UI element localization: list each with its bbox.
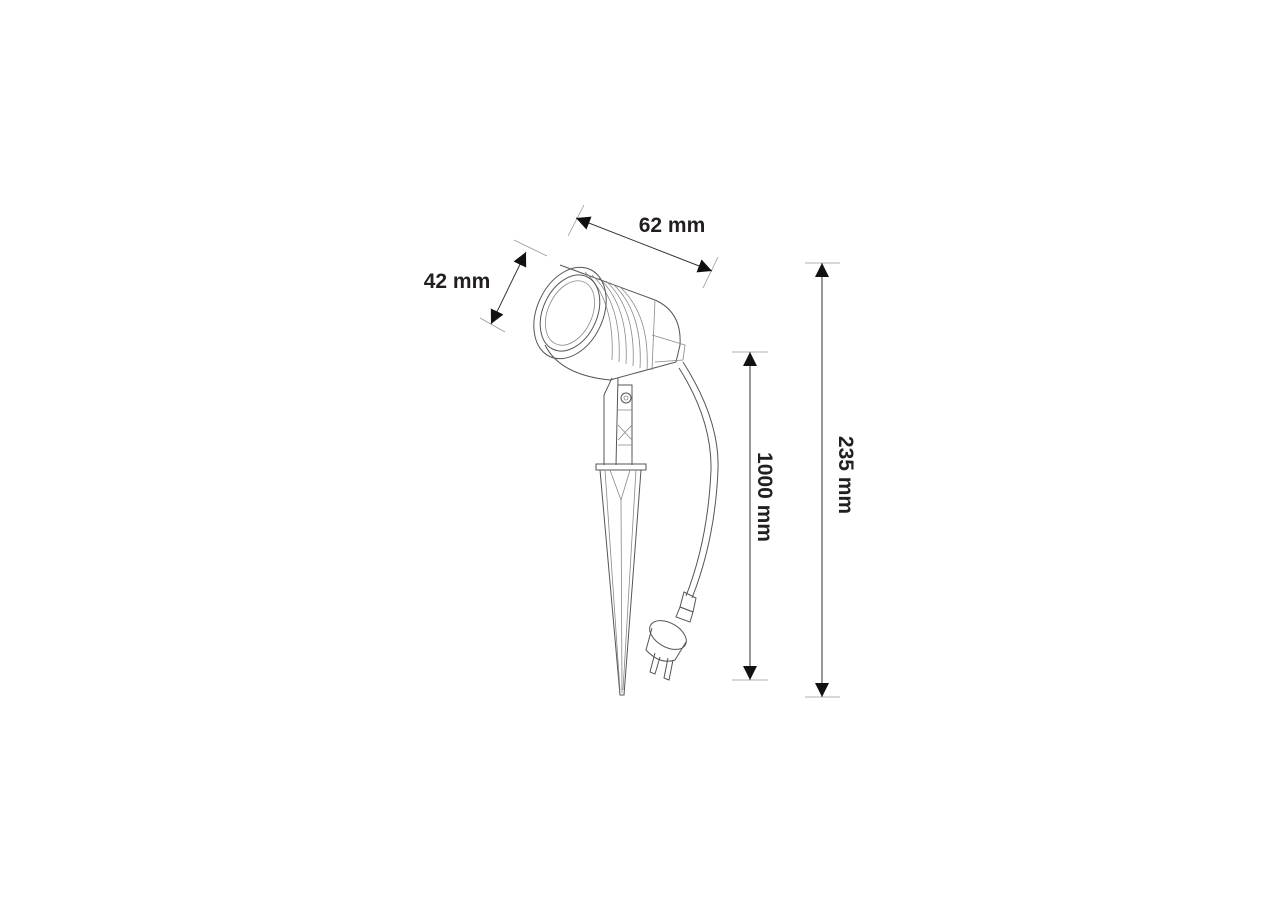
dimension-label-62mm: 62 mm [639, 214, 706, 237]
ground-spike [595, 463, 647, 696]
lens-rim [533, 266, 607, 360]
dimension-cable-length: 1000 mm [732, 351, 776, 681]
mount-bracket [603, 377, 633, 466]
lamp-head [533, 264, 686, 381]
dimension-head-diameter: 42 mm [424, 239, 548, 333]
lens [545, 280, 595, 346]
pivot-screw [620, 392, 632, 404]
dimension-head-length: 62 mm [567, 204, 719, 289]
dimension-label-1000mm: 1000 mm [753, 452, 776, 542]
power-cable [678, 361, 719, 599]
plug [645, 591, 697, 681]
dimension-total-height: 235 mm [805, 262, 857, 698]
dimension-label-235mm: 235 mm [834, 436, 857, 514]
dimension-label-42mm: 42 mm [424, 270, 491, 293]
